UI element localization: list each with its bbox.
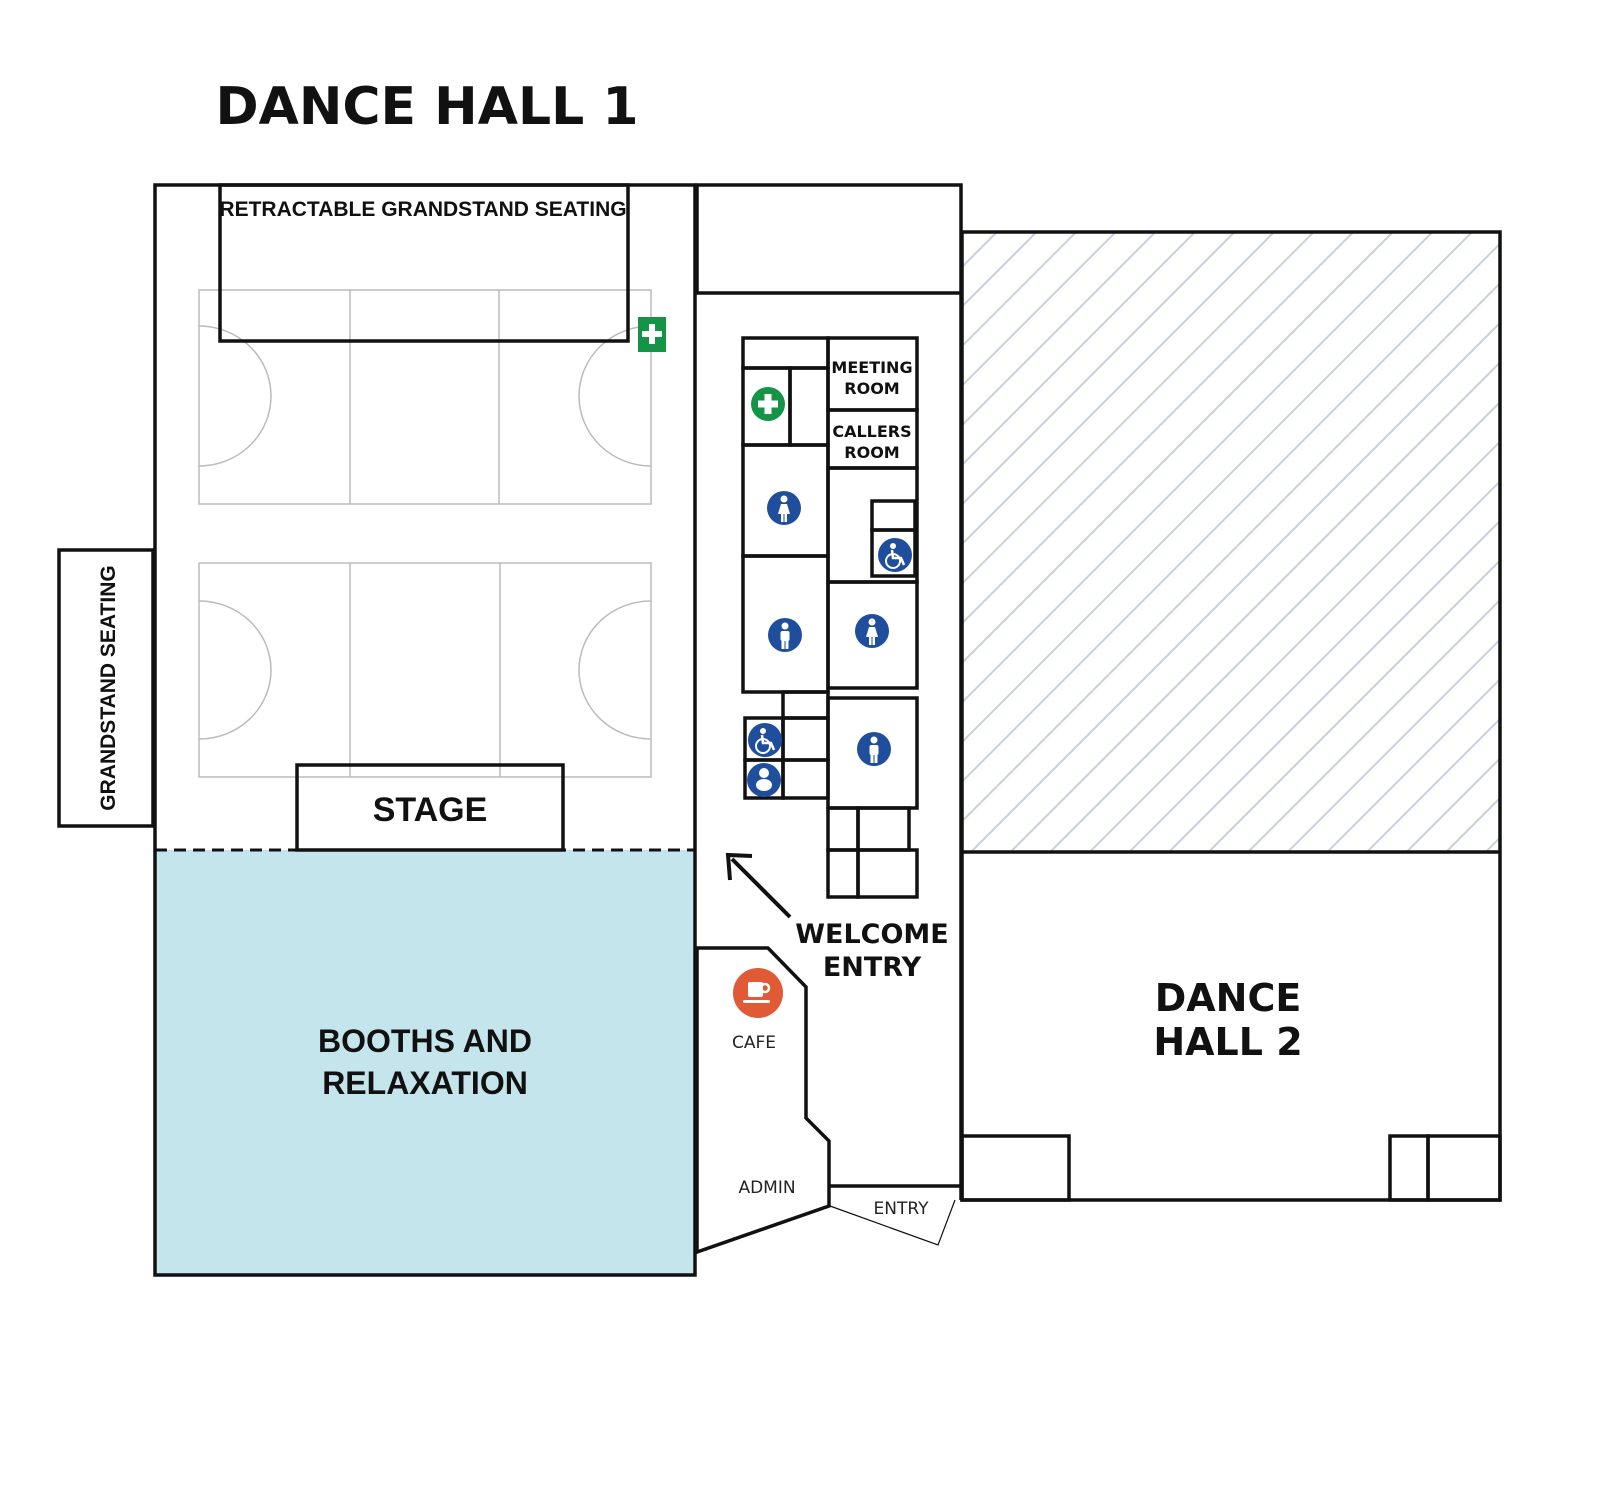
court-1	[198, 289, 652, 505]
entry-door	[829, 1199, 956, 1246]
page-title: DANCE HALL 1	[215, 77, 638, 137]
admin-label: ADMIN	[738, 1178, 795, 1198]
accessible-restroom-icon	[878, 538, 912, 572]
womens-restroom-icon	[767, 491, 801, 525]
first-aid-icon	[751, 387, 785, 421]
grandstand-seating-label: GRANDSTAND SEATING	[97, 565, 120, 810]
stage-label: STAGE	[373, 791, 488, 829]
cafe-icon	[733, 968, 783, 1018]
dance-hall-2: DANCE HALL 2	[960, 230, 1502, 1202]
court-2	[198, 562, 652, 778]
meeting-room-label-2: ROOM	[844, 379, 899, 398]
hatched-area	[962, 232, 1500, 852]
callers-room-label-1: CALLERS	[832, 422, 911, 441]
booths-label-1: BOOTHS AND	[318, 1023, 532, 1059]
booths-label-2: RELAXATION	[322, 1065, 528, 1101]
stage	[295, 763, 565, 852]
callers-room-label-2: ROOM	[844, 443, 899, 462]
mens-restroom-icon	[768, 618, 802, 652]
welcome-label-1: WELCOME	[795, 919, 949, 950]
womens-restroom-icon	[855, 614, 889, 648]
dance-hall-2-label-1: DANCE	[1155, 976, 1302, 1020]
baby-change-icon	[747, 763, 781, 797]
cafe-label: CAFE	[732, 1033, 776, 1053]
mens-restroom-icon	[857, 732, 891, 766]
dance-hall-2-label-2: HALL 2	[1153, 1020, 1302, 1064]
meeting-room-label-1: MEETING	[831, 358, 912, 377]
first-aid-icon	[638, 317, 666, 352]
entry-label: ENTRY	[874, 1199, 930, 1219]
grandstand-seating	[57, 548, 155, 828]
booths-area	[155, 850, 695, 1275]
accessible-restroom-icon	[748, 723, 782, 757]
room-block: MEETING ROOM CALLERS ROOM	[741, 336, 919, 899]
cafe-admin-block	[695, 946, 831, 1255]
dance-hall-1: RETRACTABLE GRANDSTAND SEATING STAGE BOO…	[153, 183, 697, 1277]
arrow-icon	[725, 852, 792, 919]
welcome-label-2: ENTRY	[823, 952, 922, 983]
retractable-seating-label: RETRACTABLE GRANDSTAND SEATING	[219, 198, 626, 221]
retractable-seating	[218, 183, 630, 343]
